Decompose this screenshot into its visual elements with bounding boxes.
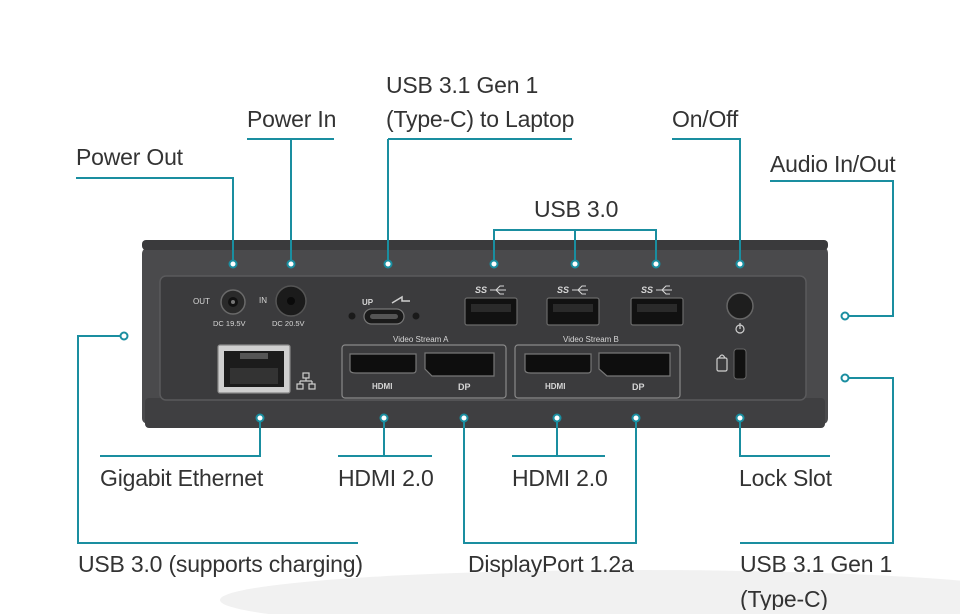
video-stream-a-text: Video Stream A [393, 335, 449, 344]
usb-a-port-3 [630, 297, 684, 326]
label-usb31-line1: USB 3.1 Gen 1 [386, 72, 539, 98]
panel-dc-in-text: DC 20.5V [272, 319, 305, 328]
label-hdmi-a: HDMI 2.0 [338, 465, 434, 491]
ss-logo-1: SS [475, 285, 487, 295]
ethernet-port [217, 344, 291, 394]
dock-top-edge [142, 240, 828, 250]
lock-slot [716, 348, 747, 380]
hdmi-a-text: HDMI [372, 382, 392, 391]
label-lock-slot: Lock Slot [739, 465, 832, 491]
dc-out-port [220, 289, 246, 315]
label-displayport: DisplayPort 1.2a [468, 551, 634, 577]
panel-out-text: OUT [193, 297, 210, 306]
power-button [726, 292, 754, 334]
label-audio: Audio In/Out [770, 151, 896, 177]
label-usb30-charging: USB 3.0 (supports charging) [78, 551, 363, 577]
hdmi-b-text: HDMI [545, 382, 565, 391]
usb-a-port-2 [546, 297, 600, 326]
video-stream-b-group [514, 344, 681, 399]
dc-in-port [275, 285, 307, 317]
floor-shadow [220, 570, 960, 614]
label-usb31-line2: (Type-C) to Laptop [386, 106, 575, 132]
docking-station [142, 240, 828, 428]
panel-in-text: IN [259, 296, 267, 305]
usb-a-port-1 [464, 297, 518, 326]
label-power-in: Power In [247, 106, 337, 132]
usb-c-port [348, 295, 420, 325]
ss-logo-2: SS [557, 285, 569, 295]
ss-logo-3: SS [641, 285, 653, 295]
label-hdmi-b: HDMI 2.0 [512, 465, 608, 491]
panel-dc-out-text: DC 19.5V [213, 319, 246, 328]
video-stream-b-text: Video Stream B [563, 335, 619, 344]
dock-bottom-edge [145, 398, 825, 428]
label-gigabit: Gigabit Ethernet [100, 465, 264, 491]
dp-a-text: DP [458, 382, 471, 392]
label-usb31-c: USB 3.1 Gen 1 [740, 551, 893, 577]
video-stream-a-group [341, 344, 507, 399]
network-icon [296, 372, 316, 390]
panel-up-text: UP [362, 298, 374, 307]
leader-lines [76, 138, 894, 544]
label-power-out: Power Out [76, 144, 183, 170]
callout-dots [119, 259, 850, 423]
dp-b-text: DP [632, 382, 645, 392]
label-on-off: On/Off [672, 106, 739, 132]
label-usb31-c-cut: (Type-C) [740, 586, 828, 610]
label-usb30-top: USB 3.0 [534, 196, 619, 222]
